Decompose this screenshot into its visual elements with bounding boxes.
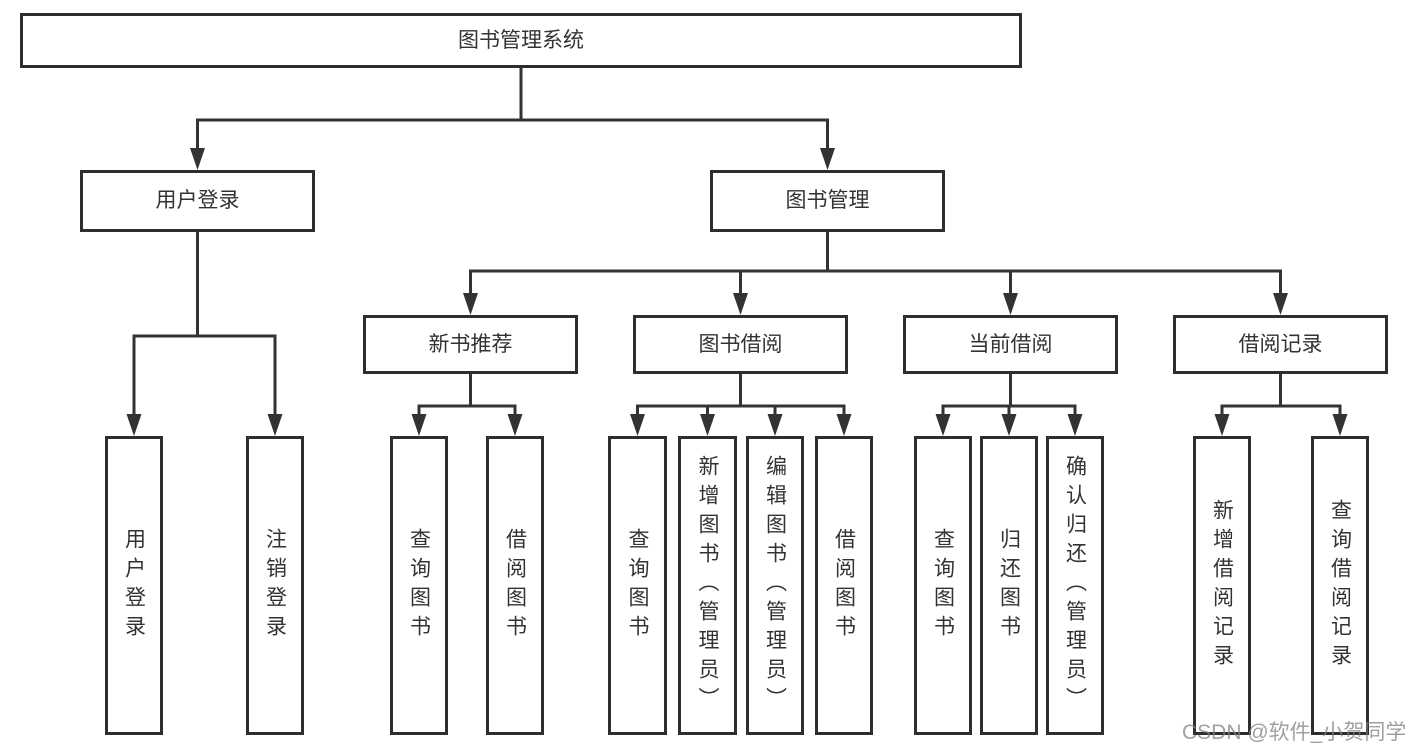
node-book-borrowing: 图书借阅 [633, 315, 848, 374]
node-leaf-borrow-books-borrowing: 借阅图书 [815, 436, 873, 735]
node-user-login: 用户登录 [80, 170, 315, 232]
node-leaf-edit-books-admin: 编辑图书（管理员） [746, 436, 804, 735]
watermark-text: CSDN @软件_小贺同学 [1182, 721, 1405, 744]
node-leaf-query-borrow-record: 查询借阅记录 [1311, 436, 1369, 735]
node-leaf-user-login: 用户登录 [105, 436, 163, 735]
leaf-label: 注销登录 [263, 527, 287, 644]
node-root: 图书管理系统 [20, 13, 1022, 68]
node-book-management: 图书管理 [710, 170, 945, 232]
node-leaf-borrow-books-recommend: 借阅图书 [486, 436, 544, 735]
node-new-book-recommendation: 新书推荐 [363, 315, 578, 374]
node-leaf-logout: 注销登录 [246, 436, 304, 735]
node-leaf-add-borrow-record: 新增借阅记录 [1193, 436, 1251, 735]
leaf-label: 查询图书 [626, 527, 649, 644]
leaf-label: 确认归还（管理员） [1063, 455, 1087, 716]
node-leaf-return-books: 归还图书 [980, 436, 1038, 735]
leaf-label: 查询图书 [931, 527, 955, 644]
leaf-label: 查询图书 [407, 527, 431, 644]
leaf-label: 用户登录 [122, 527, 146, 644]
leaf-label: 编辑图书（管理员） [763, 455, 787, 716]
leaf-label: 查询借阅记录 [1328, 498, 1352, 673]
node-leaf-query-books-recommend: 查询图书 [390, 436, 448, 735]
node-leaf-query-books-current: 查询图书 [914, 436, 972, 735]
node-leaf-query-books-borrowing: 查询图书 [608, 436, 667, 735]
leaf-label: 新增图书（管理员） [696, 455, 719, 716]
leaf-label: 新增借阅记录 [1210, 498, 1234, 673]
node-leaf-confirm-return-admin: 确认归还（管理员） [1046, 436, 1104, 735]
leaf-label: 借阅图书 [832, 527, 856, 644]
node-borrowing-records: 借阅记录 [1173, 315, 1388, 374]
node-leaf-add-books-admin: 新增图书（管理员） [678, 436, 737, 735]
leaf-label: 借阅图书 [503, 527, 527, 644]
leaf-label: 归还图书 [997, 527, 1021, 644]
node-current-borrowing: 当前借阅 [903, 315, 1118, 374]
